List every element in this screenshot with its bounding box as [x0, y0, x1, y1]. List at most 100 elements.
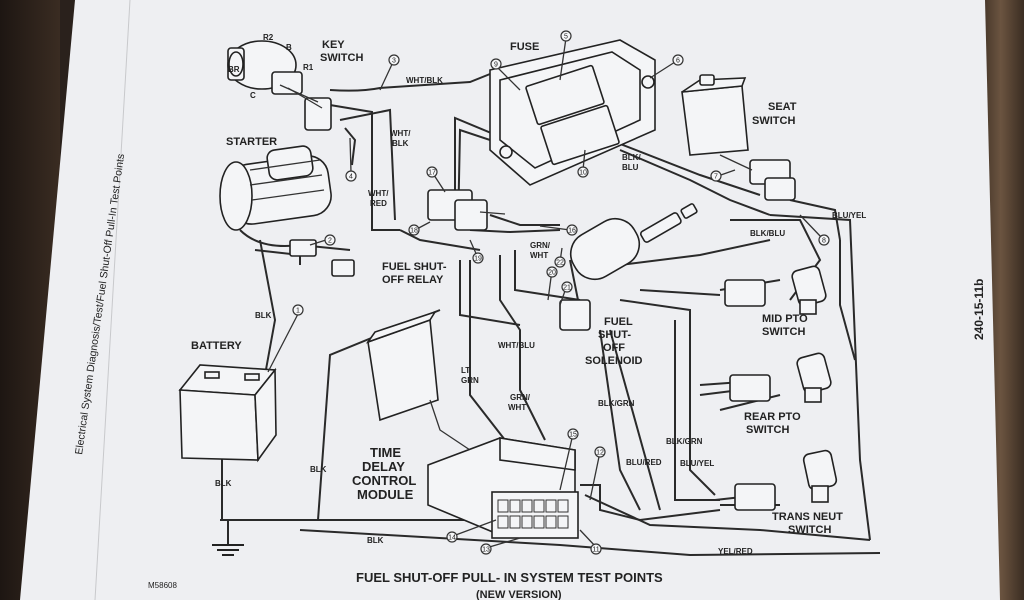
trans-neut-label-2: SWITCH — [788, 524, 831, 536]
wire-label-grn-wht-2a: GRN/ — [510, 393, 531, 402]
wire-label-blk-module: BLK — [310, 465, 327, 474]
key-terminal-b: B — [286, 43, 292, 52]
fuse-label: FUSE — [510, 41, 539, 53]
module-label-3: CONTROL — [352, 473, 416, 488]
test-point-10-label: 10 — [579, 170, 587, 177]
caption-subtitle: (NEW VERSION) — [476, 589, 562, 600]
test-point-11: 11 — [590, 543, 602, 555]
fuse-block — [489, 39, 656, 186]
relay-label-1: FUEL SHUT- — [382, 261, 447, 273]
test-point-8: 8 — [818, 234, 830, 246]
fuel-shutoff-solenoid — [559, 203, 698, 331]
test-point-20-label: 20 — [548, 270, 556, 277]
test-point-4: 4 — [345, 170, 357, 182]
wire-label-blk-grn: BLK/GRN — [666, 437, 703, 446]
test-point-13-label: 13 — [482, 547, 490, 554]
test-point-21-label: 21 — [563, 285, 571, 292]
test-point-21: 21 — [561, 281, 573, 293]
wire-label-lt-grn-a: LT — [461, 366, 470, 375]
test-point-5-label: 5 — [564, 34, 568, 41]
wire-label-blu-yel-right: BLU/YEL — [832, 211, 866, 220]
test-point-8-label: 8 — [822, 238, 826, 245]
wire-label-grn-wht-2b: WHT — [508, 403, 526, 412]
test-point-9-label: 9 — [494, 62, 498, 69]
test-point-16: 16 — [566, 224, 578, 236]
trans-neutral-switch — [734, 449, 838, 511]
test-point-12-label: 12 — [596, 450, 604, 457]
wire-label-lt-grn-b: GRN — [461, 376, 479, 385]
solenoid-label-4: SOLENOID — [585, 355, 643, 367]
relay-label-2: OFF RELAY — [382, 274, 444, 286]
test-point-6-label: 6 — [676, 58, 680, 65]
key-terminal-c: C — [250, 91, 256, 100]
test-point-1: 1 — [292, 304, 304, 316]
wire-label-wht-blk-2b: BLK — [392, 139, 409, 148]
key-terminal-r2: R2 — [263, 33, 274, 42]
starter-label: STARTER — [226, 136, 277, 148]
rear-pto-label-2: SWITCH — [746, 424, 789, 436]
wire-label-wht-blk-2a: WHT/ — [390, 129, 411, 138]
wire-label-wht-blu: WHT/BLU — [498, 341, 535, 350]
test-point-1-label: 1 — [296, 308, 300, 315]
test-point-2: 2 — [324, 234, 336, 246]
test-point-17: 17 — [426, 166, 438, 178]
module-label-2: DELAY — [362, 459, 405, 474]
key-switch — [227, 40, 332, 131]
key-switch-label-1: KEY — [322, 39, 345, 51]
test-point-4-label: 4 — [349, 174, 353, 181]
mid-pto-label-1: MID PTO — [762, 313, 808, 325]
wire-label-blu-red: BLU/RED — [626, 458, 662, 467]
page-margin-line — [94, 0, 131, 600]
wire-label-blu-yel: BLU/YEL — [680, 459, 714, 468]
key-terminal-r1: R1 — [303, 63, 314, 72]
test-point-5: 5 — [560, 30, 572, 42]
test-point-20: 20 — [546, 266, 558, 278]
wire-label-blk-battery: BLK — [215, 479, 232, 488]
test-point-15-label: 15 — [569, 432, 577, 439]
wire-label-blk-gr: BLK/GRN — [598, 399, 635, 408]
ground-symbol — [212, 544, 244, 556]
wire-label-wht-blk-1: WHT/BLK — [406, 76, 443, 85]
key-switch-label-2: SWITCH — [320, 52, 363, 64]
test-point-18-label: 18 — [410, 228, 418, 235]
battery-label: BATTERY — [191, 340, 242, 352]
mid-pto-switch — [724, 265, 827, 315]
seat-switch — [681, 74, 796, 201]
test-point-19: 19 — [472, 252, 484, 264]
solenoid-label-1: FUEL — [604, 316, 633, 328]
test-point-9: 9 — [490, 58, 502, 70]
wire-label-yel-red: YEL/RED — [718, 547, 753, 556]
test-point-22: 22 — [554, 256, 566, 268]
test-point-19-label: 19 — [474, 256, 482, 263]
test-point-7: 7 — [710, 170, 722, 182]
wire-label-blk-bottom: BLK — [367, 536, 384, 545]
test-point-3: 3 — [388, 54, 400, 66]
wire-label-blk-blu-top-a: BLK/ — [622, 153, 641, 162]
seat-switch-label-1: SEAT — [768, 101, 797, 113]
wire-label-blk-blu-mid: BLK/BLU — [750, 229, 785, 238]
test-point-18: 18 — [408, 224, 420, 236]
test-point-17-label: 17 — [428, 170, 436, 177]
rear-pto-switch — [729, 352, 832, 403]
test-point-callouts — [267, 37, 823, 549]
test-point-11-label: 11 — [592, 547, 599, 554]
seat-switch-label-2: SWITCH — [752, 115, 795, 127]
module-label-1: TIME — [370, 445, 401, 460]
test-point-6: 6 — [672, 54, 684, 66]
test-point-13: 13 — [480, 543, 492, 555]
time-delay-module — [365, 310, 579, 539]
test-point-14-label: 14 — [448, 535, 456, 542]
figure-code: M58608 — [148, 581, 177, 590]
wire-label-grn-wht-1b: WHT — [530, 251, 548, 260]
test-point-15: 15 — [567, 428, 579, 440]
solenoid-label-3: OFF — [603, 342, 625, 354]
mid-pto-label-2: SWITCH — [762, 326, 805, 338]
solenoid-label-2: SHUT- — [598, 329, 631, 341]
test-point-12: 12 — [594, 446, 606, 458]
wire-label-blk-starter: BLK — [255, 311, 272, 320]
wire-label-wht-red-a: WHT/ — [368, 189, 389, 198]
wire-label-grn-wht-1a: GRN/ — [530, 241, 551, 250]
starter-motor — [219, 145, 355, 277]
caption-title: FUEL SHUT-OFF PULL- IN SYSTEM TEST POINT… — [356, 570, 663, 585]
